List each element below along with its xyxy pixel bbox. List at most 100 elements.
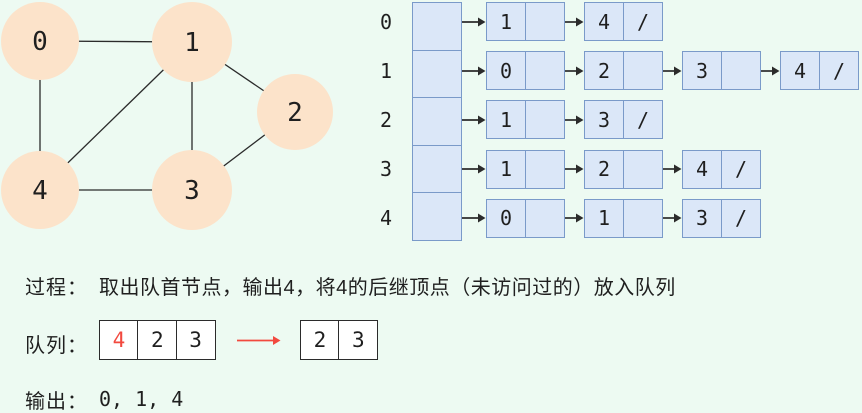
- list-node-value: 4: [585, 3, 624, 40]
- graph-node-2: [257, 74, 333, 150]
- list-node-next-pointer: [526, 101, 564, 138]
- list-node-3-1: 1: [486, 149, 565, 189]
- list-node-value: 4: [781, 52, 820, 90]
- arrow-icon: [565, 17, 584, 26]
- next-pointer-arrow: [565, 163, 584, 175]
- adjacency-head-cell-2: [412, 97, 462, 146]
- next-pointer-arrow: [663, 65, 682, 77]
- graph-node-4: [1, 151, 79, 229]
- output-label: 输出：: [25, 391, 88, 413]
- dequeue-arrow-icon: [237, 334, 281, 352]
- list-node-null-pointer: /: [734, 206, 748, 231]
- list-node-value: 4: [683, 150, 722, 188]
- list-node-next-pointer: [624, 151, 662, 188]
- adjacency-vertex-label-1: 1: [379, 58, 393, 83]
- next-pointer-arrow: [462, 212, 486, 224]
- queue-after-cell-1: 3: [338, 320, 379, 360]
- list-node-value: 3: [683, 52, 722, 90]
- queue-before-cell-1: 2: [137, 320, 178, 360]
- output-text: 0, 1, 4: [99, 387, 184, 411]
- list-node-value: 2: [585, 52, 624, 90]
- list-node-3-4: 4/: [682, 149, 761, 189]
- list-node-null-pointer: /: [832, 58, 846, 83]
- list-node-value: 1: [487, 150, 526, 188]
- list-node-value: 1: [585, 199, 624, 237]
- graph-node-label-1: 1: [184, 28, 200, 58]
- list-node-1-2: 2: [584, 51, 663, 91]
- list-node-0-1: 1: [486, 2, 565, 41]
- list-node-3-2: 2: [584, 149, 663, 189]
- list-node-value: 0: [487, 52, 526, 90]
- list-node-2-3: 3/: [584, 100, 663, 140]
- next-pointer-arrow: [565, 65, 584, 77]
- list-node-2-1: 1: [486, 100, 565, 140]
- arrow-icon: [565, 115, 584, 125]
- graph-node-0: [1, 2, 79, 80]
- adjacency-vertex-label-4: 4: [379, 206, 393, 231]
- queue-after-cell-0: 2: [300, 320, 340, 360]
- next-pointer-arrow: [565, 16, 584, 28]
- list-node-next-pointer: [722, 52, 760, 89]
- list-node-4-3: 3/: [682, 198, 761, 238]
- list-node-null-pointer: /: [636, 9, 650, 34]
- adjacency-head-cell-1: [412, 49, 462, 99]
- queue-label: 队列：: [25, 335, 88, 357]
- graph-node-label-2: 2: [287, 98, 303, 128]
- list-node-value: 2: [585, 150, 624, 188]
- arrow-icon: [663, 213, 682, 223]
- arrow-icon: [663, 164, 682, 174]
- arrow-icon: [761, 66, 780, 76]
- adjacency-head-cell-0: [412, 2, 462, 51]
- list-node-4-0: 0: [486, 198, 565, 238]
- next-pointer-arrow: [462, 65, 486, 77]
- next-pointer-arrow: [462, 114, 486, 126]
- graph-node-label-4: 4: [32, 176, 48, 206]
- list-node-1-3: 3: [682, 51, 761, 91]
- graph-node-label-0: 0: [32, 27, 48, 57]
- list-node-null-pointer: /: [734, 157, 748, 182]
- next-pointer-arrow: [663, 212, 682, 224]
- next-pointer-arrow: [565, 212, 584, 224]
- queue-before-cell-2: 3: [175, 320, 216, 360]
- next-pointer-arrow: [462, 16, 486, 28]
- list-node-next-pointer: [624, 52, 662, 89]
- arrow-icon: [663, 66, 682, 76]
- list-node-0-4: 4/: [584, 2, 663, 41]
- adjacency-vertex-label-0: 0: [379, 9, 393, 34]
- arrow-icon: [237, 336, 281, 345]
- adjacency-head-cell-4: [412, 192, 462, 241]
- adjacency-vertex-label-3: 3: [379, 157, 393, 182]
- arrow-icon: [462, 213, 486, 223]
- arrow-icon: [462, 115, 486, 125]
- list-node-value: 3: [683, 199, 722, 237]
- arrow-icon: [565, 66, 584, 76]
- graph-node-1: [152, 2, 232, 82]
- arrow-icon: [462, 164, 486, 174]
- queue-before-cell-0: 4: [99, 320, 139, 360]
- list-node-1-4: 4/: [780, 51, 859, 91]
- list-node-null-pointer: /: [636, 107, 650, 132]
- adjacency-head-cell-3: [412, 144, 462, 194]
- arrow-icon: [462, 17, 486, 26]
- arrow-icon: [462, 66, 486, 76]
- list-node-next-pointer: [526, 200, 564, 237]
- next-pointer-arrow: [761, 65, 780, 77]
- list-node-value: 3: [585, 101, 624, 139]
- next-pointer-arrow: [565, 114, 584, 126]
- arrow-icon: [565, 213, 584, 223]
- adjacency-vertex-label-2: 2: [379, 107, 393, 132]
- graph-node-3: [152, 150, 232, 230]
- list-node-next-pointer: [526, 3, 564, 40]
- list-node-next-pointer: [526, 52, 564, 89]
- next-pointer-arrow: [462, 163, 486, 175]
